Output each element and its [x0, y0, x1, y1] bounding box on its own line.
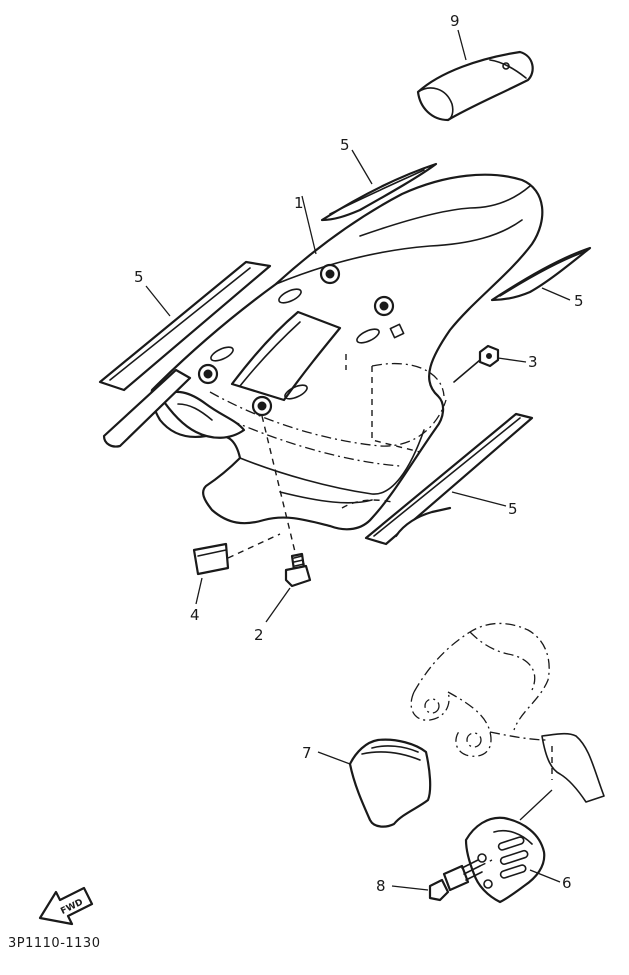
callout-5-right: 5 [574, 292, 584, 310]
part-5-graphic-top [320, 149, 438, 222]
callout-5-bottom: 5 [508, 500, 518, 518]
frame-phantom-outline [410, 622, 605, 821]
callout-5-top: 5 [340, 136, 350, 154]
callout-8: 8 [376, 877, 386, 895]
part-9-cover [416, 29, 534, 122]
part-5-graphic-left [98, 260, 272, 448]
part-5-graphic-bottom [364, 412, 534, 546]
part-1-rear-fender [150, 173, 544, 531]
part-7-guard [317, 738, 432, 828]
part-6-heel-plate [464, 816, 561, 904]
part-4-pad [192, 533, 281, 605]
callout-6: 6 [562, 874, 572, 892]
part-5-graphic-right [490, 246, 592, 302]
callout-4: 4 [190, 606, 200, 624]
part-2-bolt [261, 415, 312, 623]
callout-9: 9 [450, 12, 460, 30]
diagram-code: 3P1110-1130 [8, 936, 101, 951]
callout-2: 2 [254, 626, 264, 644]
part-8-bolt [391, 859, 493, 902]
callout-5-left: 5 [134, 268, 144, 286]
callout-1: 1 [294, 194, 304, 212]
callout-3: 3 [528, 353, 538, 371]
callout-7: 7 [302, 744, 312, 762]
front-arrow-icon: FWD [38, 886, 94, 926]
part-3-nut [453, 344, 527, 383]
